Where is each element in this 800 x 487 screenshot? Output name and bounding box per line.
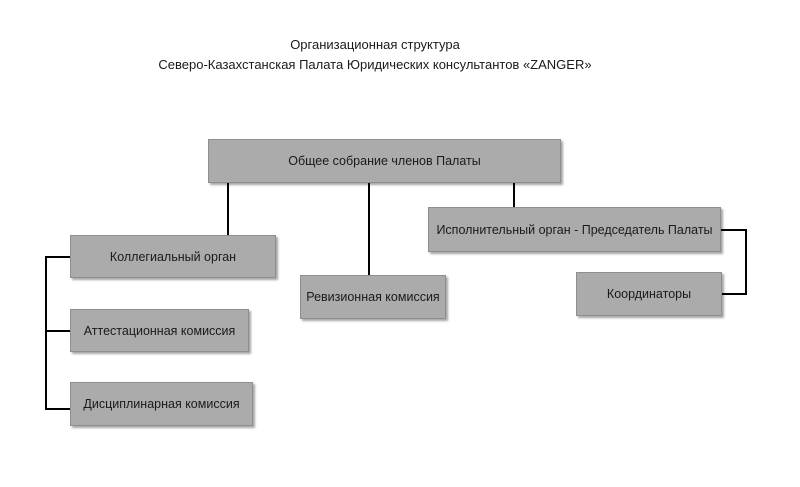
node-label: Ревизионная комиссия	[306, 290, 440, 304]
node-label: Коллегиальный орган	[109, 249, 237, 264]
node-disciplinary-commission: Дисциплинарная комиссия	[70, 382, 253, 426]
node-label: Исполнительный орган - Председатель Пала…	[436, 222, 713, 237]
node-attestation-commission: Аттестационная комиссия	[70, 309, 249, 352]
chart-title: Организационная структура	[290, 37, 460, 52]
connector-collegial-subordinates	[45, 256, 70, 410]
node-label: Координаторы	[606, 287, 692, 301]
node-general-meeting: Общее собрание членов Палаты	[208, 139, 561, 183]
connector-executive-to-coordinators	[721, 229, 747, 295]
node-label: Общее собрание членов Палаты	[288, 154, 481, 168]
node-executive-body: Исполнительный орган - Председатель Пала…	[428, 207, 721, 252]
node-revision-commission: Ревизионная комиссия	[300, 275, 446, 319]
node-label: Дисциплинарная комиссия	[83, 397, 240, 411]
node-collegial-body: Коллегиальный орган	[70, 235, 276, 278]
node-coordinators: Координаторы	[576, 272, 722, 316]
node-label: Аттестационная комиссия	[83, 323, 236, 338]
chart-subtitle: Северо-Казахстанская Палата Юридических …	[158, 57, 592, 72]
